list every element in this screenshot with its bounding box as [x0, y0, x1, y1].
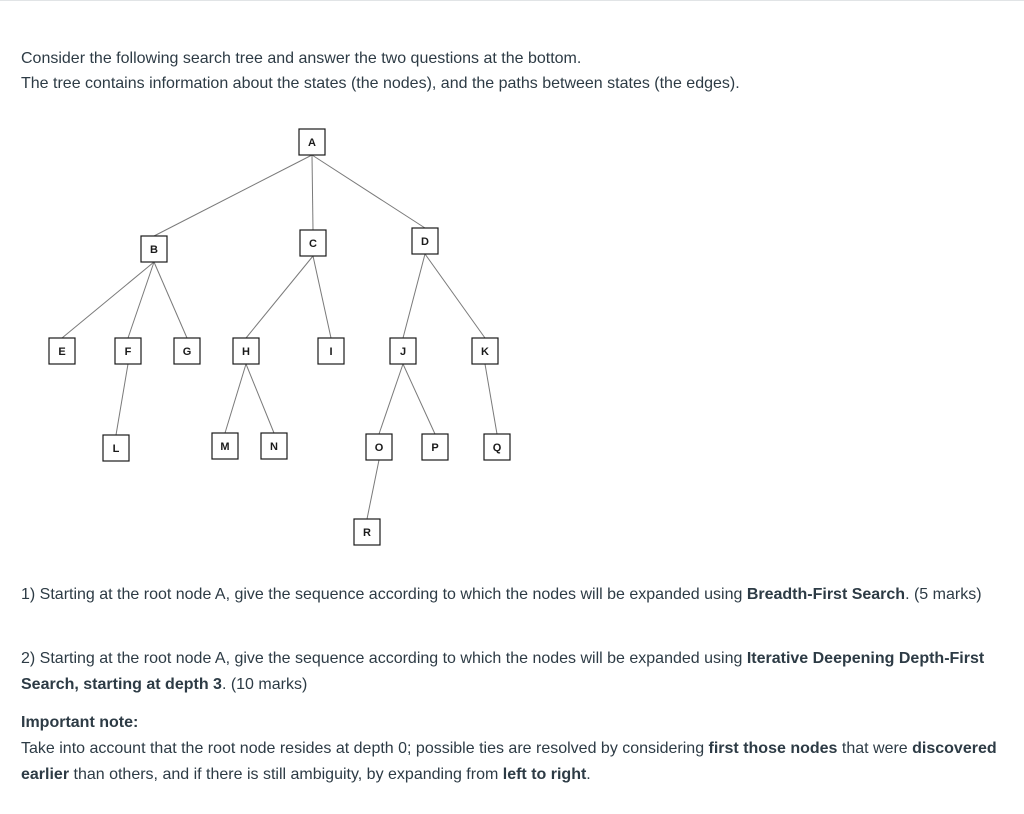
node-L-box [102, 434, 130, 462]
intro-line-1: Consider the following search tree and a… [21, 50, 582, 67]
node-E: E [48, 337, 76, 365]
node-K-label: K [481, 346, 489, 358]
node-P-label: P [431, 442, 438, 454]
note-title: Important note: [21, 714, 139, 731]
node-J-box [389, 337, 417, 365]
node-D-box [411, 227, 439, 255]
node-P-box [421, 433, 449, 461]
note-part-3: than others, and if there is still ambig… [69, 766, 503, 783]
note-part-4: . [586, 766, 591, 783]
tree-nodes: A B C D E F G H I J K L M N O P Q R [48, 128, 511, 546]
node-O-box [365, 433, 393, 461]
question-2-text: 2) Starting at the root node A, give the… [21, 650, 747, 667]
question-2: 2) Starting at the root node A, give the… [21, 646, 1001, 698]
node-F: F [114, 337, 142, 365]
node-G-label: G [183, 346, 192, 358]
node-O-label: O [375, 442, 384, 454]
edge-H-M [224, 363, 247, 434]
node-F-label: F [125, 346, 132, 358]
top-divider [0, 0, 1024, 1]
node-K-box [471, 337, 499, 365]
edge-O-R [366, 459, 380, 520]
edge-J-P [402, 363, 436, 435]
node-Q-label: Q [493, 442, 502, 454]
node-B: B [140, 235, 168, 263]
intro-line-2: The tree contains information about the … [21, 75, 740, 92]
note-part-2: that were [837, 740, 913, 757]
search-tree-diagram: A B C D E F G H I J K L M N O P Q R [48, 128, 511, 546]
node-A: A [298, 128, 326, 156]
node-R-box [353, 518, 381, 546]
node-P: P [421, 433, 449, 461]
node-G: G [173, 337, 201, 365]
note-part-1: Take into account that the root node res… [21, 740, 709, 757]
node-M-box [211, 432, 239, 460]
note-body: Take into account that the root node res… [21, 736, 1006, 788]
question-1-text: 1) Starting at the root node A, give the… [21, 586, 747, 603]
node-M-label: M [220, 441, 229, 453]
node-L-label: L [113, 443, 120, 455]
node-D-label: D [421, 236, 429, 248]
edge-C-H [245, 255, 314, 339]
node-Q-box [483, 433, 511, 461]
node-J-label: J [400, 346, 406, 358]
node-K: K [471, 337, 499, 365]
node-R-label: R [363, 527, 371, 539]
node-Q: Q [483, 433, 511, 461]
node-C: C [299, 229, 327, 257]
node-I-box [317, 337, 345, 365]
question-2-tail: . (10 marks) [221, 676, 308, 693]
node-N: N [260, 432, 288, 460]
note-bold-3: left to right [502, 766, 587, 783]
node-A-label: A [308, 137, 316, 149]
edge-D-K [424, 253, 486, 339]
question-1: 1) Starting at the root node A, give the… [21, 582, 1001, 608]
node-B-label: B [150, 244, 158, 256]
edge-B-F [127, 261, 155, 339]
edge-J-O [378, 363, 404, 435]
question-1-tail: . (5 marks) [905, 586, 982, 603]
question-2-bold: Iterative Deepening Depth-First Search, … [21, 650, 985, 693]
node-N-label: N [270, 441, 278, 453]
node-A-box [298, 128, 326, 156]
note-bold-1: first those nodes [708, 740, 838, 757]
node-B-box [140, 235, 168, 263]
node-L: L [102, 434, 130, 462]
node-R: R [353, 518, 381, 546]
node-N-box [260, 432, 288, 460]
note-bold-2: discovered earlier [21, 740, 997, 783]
node-D: D [411, 227, 439, 255]
node-E-box [48, 337, 76, 365]
node-M: M [211, 432, 239, 460]
node-H: H [232, 337, 260, 365]
edge-K-Q [484, 363, 498, 435]
edge-H-N [245, 363, 275, 434]
node-J: J [389, 337, 417, 365]
edge-C-I [312, 255, 332, 339]
tree-edges [61, 154, 498, 520]
node-C-label: C [309, 238, 317, 250]
edge-A-D [311, 154, 426, 229]
edge-D-J [402, 253, 426, 339]
edge-A-C [311, 154, 314, 231]
node-H-box [232, 337, 260, 365]
node-E-label: E [58, 346, 65, 358]
question-1-bold: Breadth-First Search [746, 586, 906, 603]
edge-A-B [153, 154, 313, 237]
edge-F-L [115, 363, 129, 436]
node-F-box [114, 337, 142, 365]
node-C-box [299, 229, 327, 257]
node-O: O [365, 433, 393, 461]
edge-B-G [153, 261, 188, 339]
node-I: I [317, 337, 345, 365]
node-H-label: H [242, 346, 250, 358]
edge-B-E [61, 261, 155, 339]
intro-text: Consider the following search tree and a… [21, 46, 1001, 96]
node-G-box [173, 337, 201, 365]
node-I-label: I [329, 346, 332, 358]
